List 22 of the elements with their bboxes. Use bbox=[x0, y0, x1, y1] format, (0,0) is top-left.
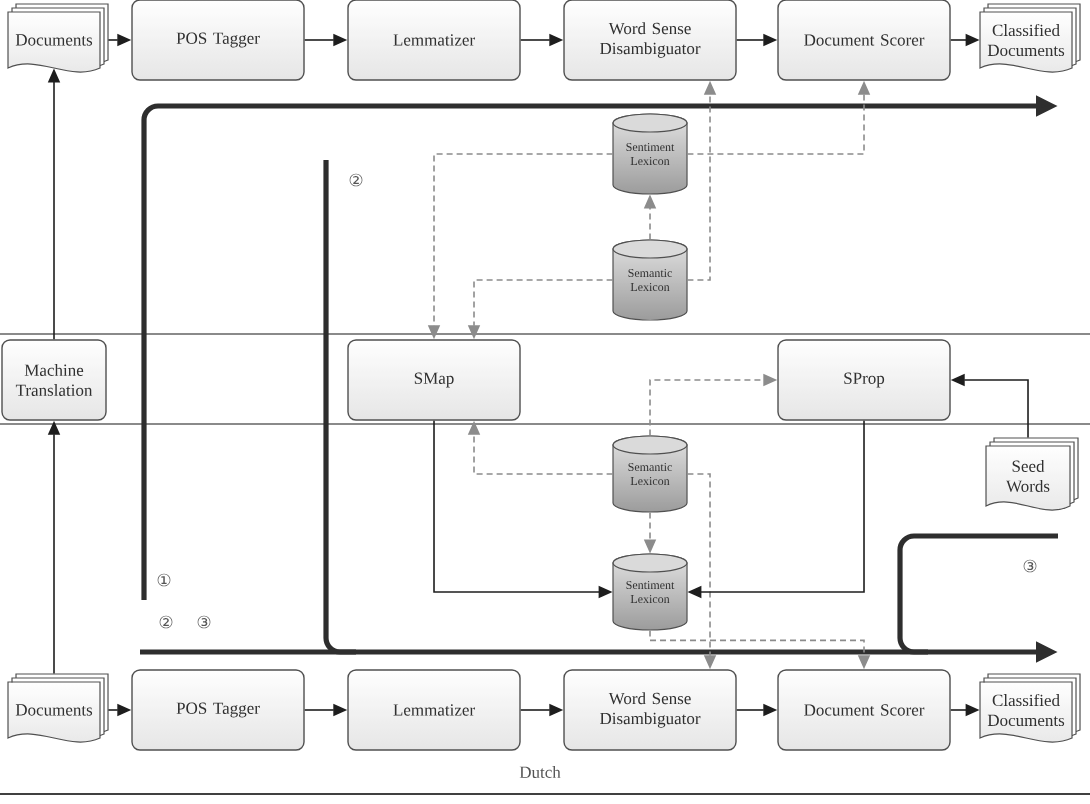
step-number: ② bbox=[349, 173, 363, 187]
step-number: ③ bbox=[1023, 559, 1037, 573]
process-box: Document Scorer bbox=[777, 669, 951, 751]
process-box: Machine Translation bbox=[1, 339, 107, 421]
lane-label: Dutch bbox=[519, 766, 561, 778]
process-box: Document Scorer bbox=[777, 0, 951, 81]
step-number: ① bbox=[157, 573, 171, 587]
process-box: Word Sense Disambiguator bbox=[563, 669, 737, 751]
process-box: SMap bbox=[347, 339, 521, 421]
document-stack: Classified Documents bbox=[979, 3, 1081, 73]
document-stack: Classified Documents bbox=[979, 673, 1081, 743]
document-stack: Seed Words bbox=[985, 437, 1079, 511]
document-stack: Documents bbox=[7, 3, 109, 73]
process-box: POS Tagger bbox=[131, 669, 305, 751]
process-box: Word Sense Disambiguator bbox=[563, 0, 737, 81]
document-stack: Documents bbox=[7, 673, 109, 743]
step-number: ③ bbox=[197, 615, 211, 629]
step-number: ② bbox=[159, 615, 173, 629]
process-box: POS Tagger bbox=[131, 0, 305, 81]
process-box: SProp bbox=[777, 339, 951, 421]
process-box: Lemmatizer bbox=[347, 0, 521, 81]
process-box: Lemmatizer bbox=[347, 669, 521, 751]
